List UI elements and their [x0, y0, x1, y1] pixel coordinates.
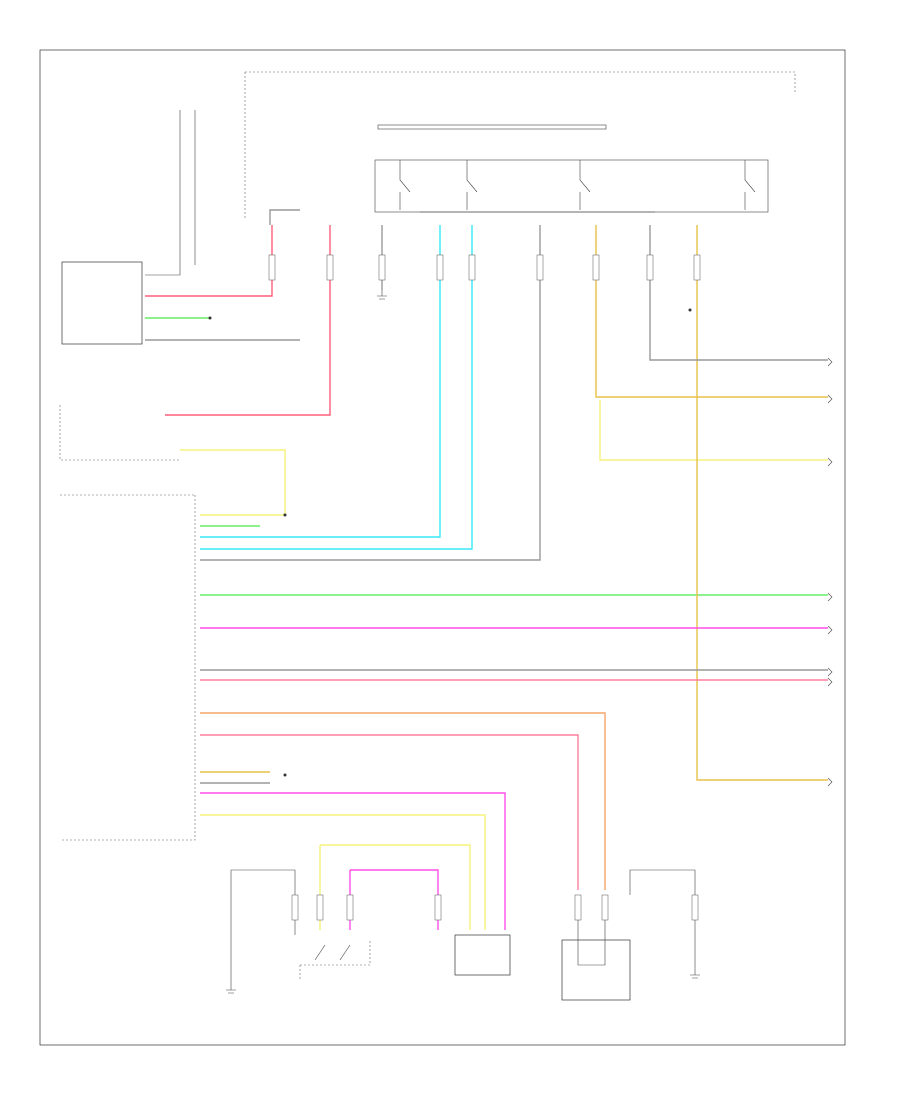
wire-salmon — [200, 679, 828, 890]
wire-yellow — [180, 400, 828, 930]
body-control-module — [61, 110, 196, 345]
wire-orange — [200, 712, 606, 890]
splice-dot-icon — [208, 308, 692, 777]
connectors — [268, 254, 701, 921]
switch-contact-icon — [399, 160, 756, 210]
body-control-module-main — [59, 405, 196, 841]
diagram-frame — [39, 49, 846, 1046]
fuse-block-area — [244, 71, 796, 220]
wire-black — [230, 869, 696, 945]
wire-pink — [200, 627, 828, 930]
wire-green — [145, 317, 828, 596]
wire-gold — [200, 225, 828, 781]
wire-cyan — [200, 225, 473, 550]
ground-symbol-icon — [226, 290, 700, 994]
continuation-markers — [827, 357, 833, 787]
lower-components — [299, 920, 631, 1001]
wire-red — [145, 225, 331, 416]
